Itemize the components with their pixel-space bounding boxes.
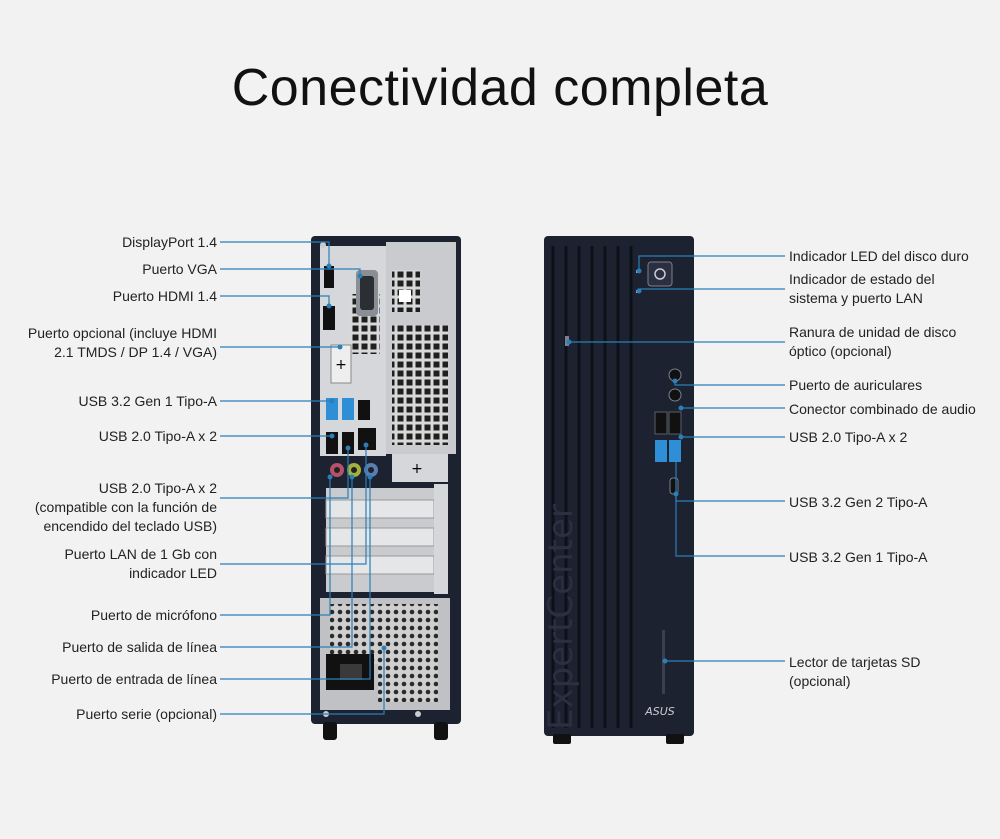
asus-logo: ASUS bbox=[644, 705, 675, 718]
label-mic: Puerto de micrófono bbox=[90, 607, 217, 623]
label-serial: Puerto serie (opcional) bbox=[76, 706, 217, 722]
svg-text:+: + bbox=[335, 357, 347, 373]
label-headphone: Puerto de auriculares bbox=[789, 377, 923, 393]
label-usb20-back-2: USB 2.0 Tipo-A x 2 (compatible con la fu… bbox=[34, 480, 217, 534]
page-title: Conectividad completa bbox=[231, 59, 769, 117]
label-line-out: Puerto de salida de línea bbox=[62, 639, 217, 655]
label-vga: Puerto VGA bbox=[142, 261, 217, 277]
front-vertical-text: ExpertCenter bbox=[541, 504, 581, 730]
back-callout-lines bbox=[220, 241, 385, 715]
back-chassis: + + bbox=[311, 236, 461, 740]
label-usb32-gen1-front: USB 3.2 Gen 1 Tipo-A bbox=[789, 549, 928, 565]
label-hdmi: Puerto HDMI 1.4 bbox=[112, 288, 217, 304]
label-lan: Puerto LAN de 1 Gb con indicador LED bbox=[64, 546, 217, 581]
label-status-led: Indicador de estado del sistema y puerto… bbox=[789, 271, 935, 306]
label-usb32-gen2-front: USB 3.2 Gen 2 Tipo-A bbox=[789, 494, 928, 510]
label-audio-combo: Conector combinado de audio bbox=[789, 401, 976, 417]
label-optional-port: Puerto opcional (incluye HDMI 2.1 TMDS /… bbox=[27, 325, 217, 360]
label-hdd-led: Indicador LED del disco duro bbox=[789, 248, 969, 264]
label-sd-reader: Lector de tarjetas SD (opcional) bbox=[789, 654, 921, 689]
label-displayport: DisplayPort 1.4 bbox=[122, 234, 217, 250]
label-odd-slot: Ranura de unidad de disco óptico (opcion… bbox=[789, 324, 957, 359]
label-usb20-back-1: USB 2.0 Tipo-A x 2 bbox=[98, 428, 217, 444]
label-usb20-front: USB 2.0 Tipo-A x 2 bbox=[789, 429, 908, 445]
label-line-in: Puerto de entrada de línea bbox=[51, 671, 217, 687]
label-usb32-gen1-back: USB 3.2 Gen 1 Tipo-A bbox=[78, 393, 217, 409]
svg-text:+: + bbox=[411, 461, 423, 477]
front-chassis: ExpertCenter ASUS bbox=[541, 236, 694, 744]
